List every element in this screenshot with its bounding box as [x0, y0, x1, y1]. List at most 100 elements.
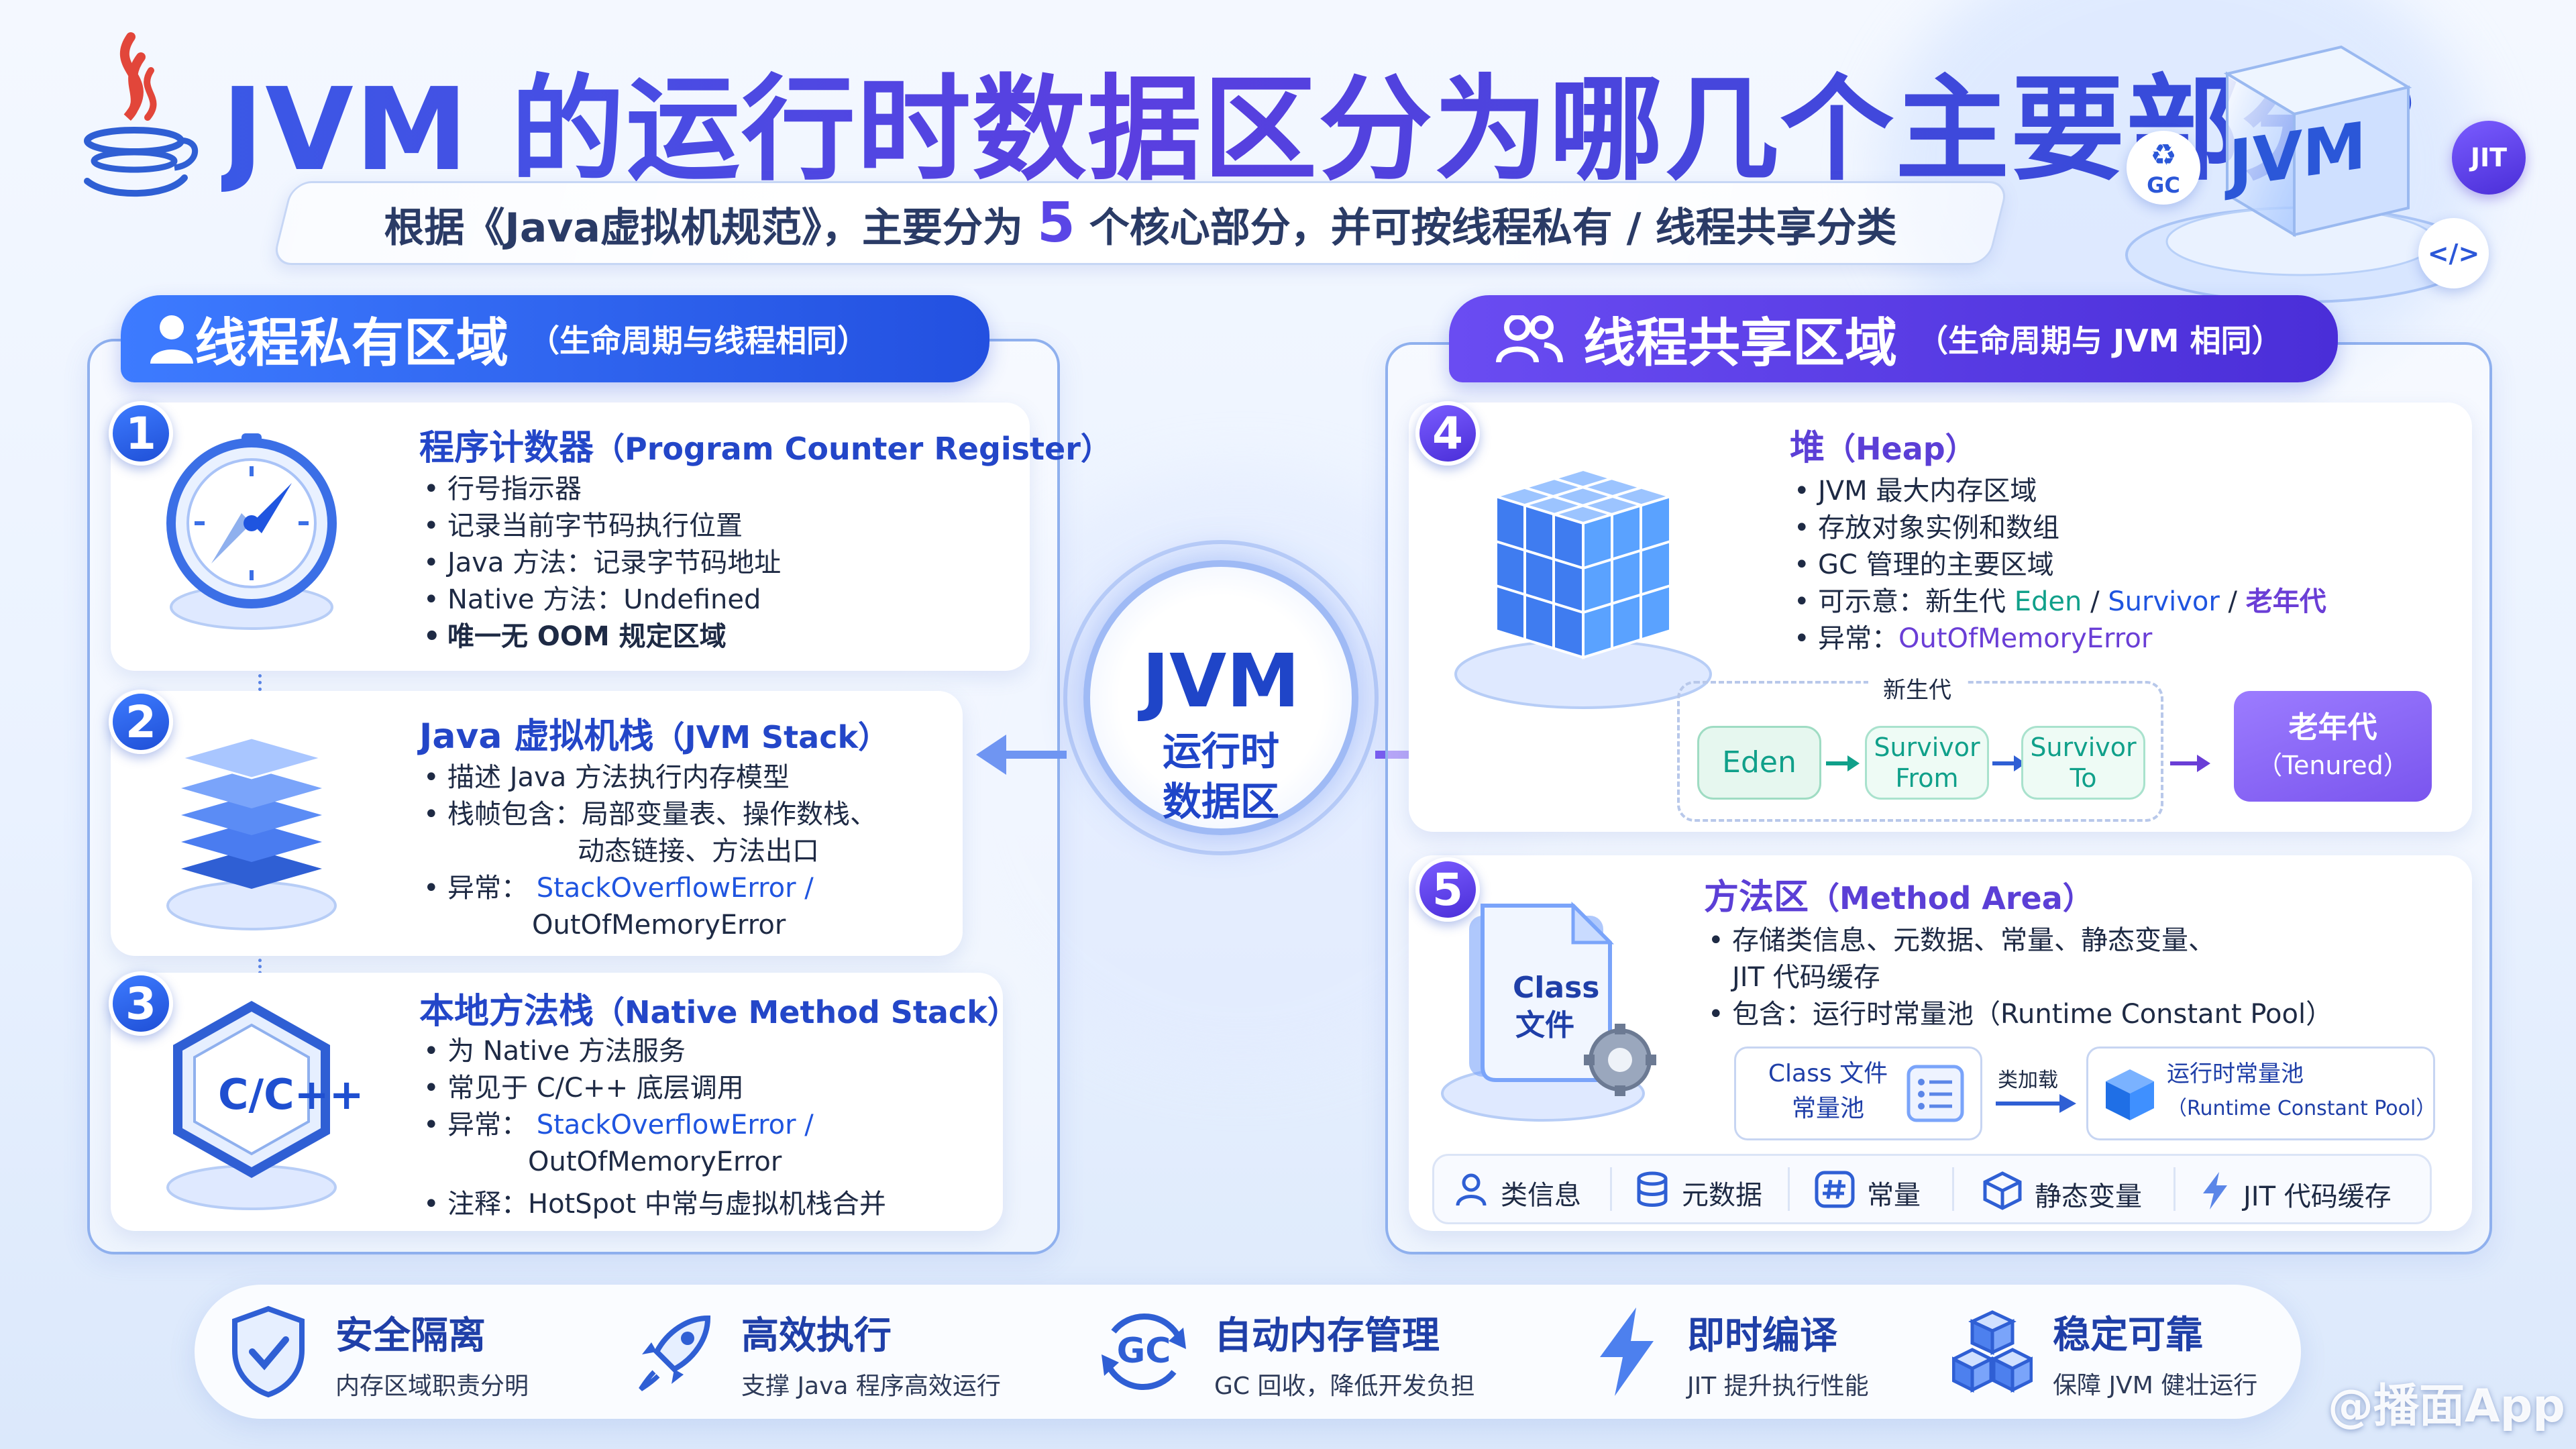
feature-security: 安全隔离内存区域职责分明 [228, 1305, 529, 1401]
feature-desc: 保障 JVM 健壮运行 [2053, 1372, 2258, 1399]
compass-icon [154, 429, 349, 637]
gen-prefix: 可示意：新生代 [1818, 586, 2006, 617]
list-item: Native 方法：Undefined [419, 582, 781, 619]
center-outer-ring [1063, 540, 1379, 855]
list-item: 包含：运行时常量池（Runtime Constant Pool） [1704, 996, 2332, 1033]
tag-jit-cache: JIT 代码缓存 [2200, 1171, 2392, 1218]
hash-icon [1815, 1171, 1855, 1215]
exception-value: OutOfMemoryError [1898, 623, 2153, 654]
cube-icon [2103, 1067, 2157, 1126]
lightning-icon [2200, 1171, 2230, 1218]
list-item: 异常：OutOfMemoryError [1790, 621, 2326, 657]
card-title-cn: 本地方法栈 [419, 991, 594, 1032]
connector-line [258, 647, 262, 698]
watermark: @播面App [2328, 1380, 2565, 1433]
list-item: 可示意：新生代 Eden / Survivor / 老年代 [1790, 584, 2326, 621]
users-icon [1496, 314, 1563, 366]
shared-section-title: 线程共享区域 [1583, 313, 1898, 374]
features-bar [195, 1285, 2301, 1419]
tag-metadata: 元数据 [1633, 1171, 1762, 1215]
tag-static-variable: 静态变量 [1982, 1171, 2142, 1218]
jvm-stack-title: Java 虚拟机栈（JVM Stack） [419, 708, 889, 758]
heap-list: JVM 最大内存区域 存放对象实例和数组 GC 管理的主要区域 可示意：新生代 … [1790, 473, 2326, 657]
cpp-hexagon-icon [154, 993, 349, 1214]
card-title-cn: 堆 [1790, 428, 1825, 468]
feature-efficient: 高效执行支撑 Java 程序高效运行 [627, 1305, 1001, 1401]
arrow-right-icon [1996, 1090, 2076, 1120]
pool-src-line2: 常量池 [1791, 1095, 1864, 1122]
tag-divider [2174, 1167, 2176, 1211]
survivor-label: Survivor [2030, 733, 2137, 762]
list-item: 栈帧包含：局部变量表、操作数栈、 [419, 796, 877, 833]
list-item: Java 方法：记录字节码地址 [419, 545, 781, 582]
card-number-badge: 1 [109, 401, 173, 466]
tag-divider [1610, 1167, 1612, 1211]
pc-register-title: 程序计数器（Program Counter Register） [419, 419, 1112, 470]
card-title-en: （JVM Stack） [653, 719, 890, 755]
list-item: 注释：HotSpot 中常与虚拟机栈合并 [419, 1186, 886, 1223]
tag-constant: 常量 [1815, 1171, 1921, 1215]
card-title-en: （Program Counter Register） [594, 431, 1112, 467]
jit-badge-icon: JIT [2452, 121, 2526, 195]
pool-dst-line1: 运行时常量池 [2167, 1061, 2304, 1087]
tag-label: 元数据 [1682, 1180, 1762, 1211]
user-icon [148, 314, 196, 368]
card-title-en: （Heap） [1825, 431, 1976, 467]
exception-value: OutOfMemoryError [532, 910, 786, 941]
gc-label: GC [2147, 172, 2180, 198]
tag-label: JIT 代码缓存 [2243, 1181, 2392, 1212]
exception-value: StackOverflowError / [536, 1110, 814, 1140]
tag-label: 静态变量 [2035, 1181, 2142, 1212]
stack-layers-icon [154, 708, 349, 936]
private-section-header: 线程私有区域 （生命周期与线程相同） [121, 295, 989, 382]
runtime-constant-pool-label: 运行时常量池 （Runtime Constant Pool） [2167, 1057, 2436, 1126]
exception-label: 异常： [447, 1110, 528, 1140]
subtitle-number: 5 [1036, 191, 1075, 255]
gen-old: 老年代 [2245, 586, 2326, 617]
list-item: 唯一无 OOM 规定区域 [419, 619, 781, 655]
old-gen-label: 老年代 [2288, 710, 2377, 745]
exception-value: OutOfMemoryError [528, 1146, 782, 1177]
eden-label: Eden [1722, 745, 1796, 780]
exception-label: 异常： [447, 873, 528, 904]
feature-title: 即时编译 [1687, 1313, 1837, 1358]
list-item: 常见于 C/C++ 底层调用 [419, 1070, 886, 1107]
native-stack-title: 本地方法栈（Native Method Stack） [419, 983, 1018, 1033]
pool-dst-line2: （Runtime Constant Pool） [2167, 1097, 2436, 1120]
box-icon [1982, 1171, 2023, 1218]
method-area-tag-row [1432, 1154, 2432, 1224]
heap-title: 堆（Heap） [1790, 419, 1976, 470]
tag-label: 常量 [1867, 1180, 1921, 1211]
list-item: GC 管理的主要区域 [1790, 547, 2326, 584]
separator: / [2228, 586, 2238, 617]
person-icon [1452, 1171, 1490, 1215]
to-label: To [2070, 763, 2097, 793]
card-title-cn: Java 虚拟机栈 [419, 716, 654, 757]
tenured-label: （Tenured） [2257, 750, 2409, 780]
pool-src-line1: Class 文件 [1768, 1060, 1888, 1087]
class-file-label: Class 文件 [1513, 969, 1599, 1044]
young-gen-label: 新生代 [1868, 667, 1966, 708]
list-item: 存储类信息、元数据、常量、静态变量、 [1704, 922, 2332, 959]
list-item: 异常： StackOverflowError / [419, 870, 877, 907]
database-icon [1633, 1171, 1671, 1215]
cpp-icon-label: C/C++ [218, 1070, 364, 1119]
card-title-cn: 方法区 [1704, 877, 1809, 918]
card-number-badge: 5 [1415, 857, 1480, 922]
cubes-icon [1949, 1308, 2035, 1398]
list-item-continued: JIT 代码缓存 [1732, 962, 1880, 993]
rocket-icon [627, 1305, 721, 1401]
survivor-label: Survivor [1874, 733, 1980, 762]
lightning-icon [1593, 1305, 1660, 1401]
center-circle [1083, 560, 1358, 835]
svg-text:GC: GC [1117, 1331, 1171, 1371]
jvm-stack-list: 描述 Java 方法执行内存模型 栈帧包含：局部变量表、操作数栈、 动态链接、方… [419, 759, 877, 944]
shared-section-header: 线程共享区域 （生命周期与 JVM 相同） [1449, 295, 2338, 382]
arrow-right-icon [1992, 750, 2026, 780]
feature-stable: 稳定可靠保障 JVM 健壮运行 [1949, 1305, 2258, 1401]
feature-desc: 支撑 Java 程序高效运行 [741, 1372, 1001, 1400]
list-item: 存放对象实例和数组 [1790, 510, 2326, 547]
